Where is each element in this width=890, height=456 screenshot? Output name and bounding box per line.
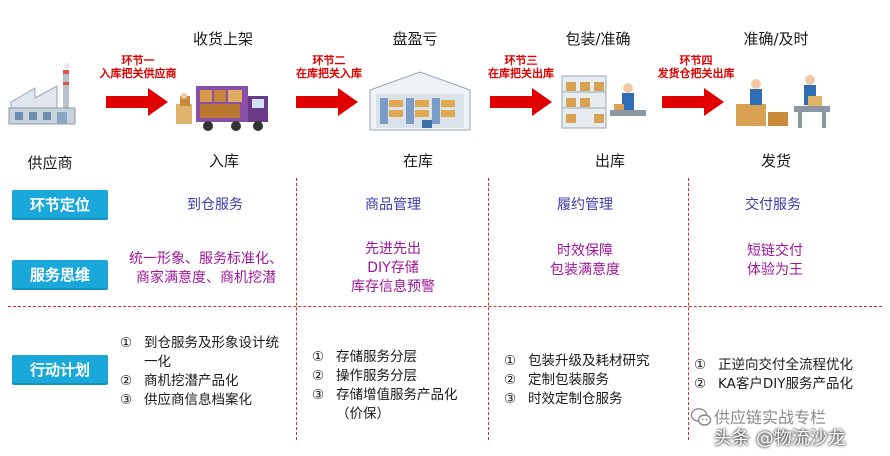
stage-inbound: 入库 — [208, 152, 239, 170]
warehouse-icon — [369, 71, 471, 131]
stage-title-receiving: 收货上架 — [192, 30, 253, 48]
stage-title-packing: 包装/准确 — [565, 30, 631, 48]
stage-outbound: 出库 — [594, 152, 625, 170]
thinking-fulfillment: 时效保障 包装满意度 — [550, 243, 620, 278]
thinking-inbound: 统一形象、服务标准化、 商家满意度、商机挖潜 — [129, 251, 283, 286]
row-label-action: 行动计划 — [12, 355, 108, 385]
stage-shipping: 发货 — [760, 152, 791, 170]
arrow-step-2-icon — [296, 88, 358, 116]
arrow-step-3-icon — [490, 88, 552, 116]
thinking-delivery: 短链交付 体验为王 — [747, 243, 803, 278]
watermark-author: 头条 @物流沙龙 — [714, 428, 846, 449]
stage-in-stock: 在库 — [402, 152, 433, 170]
row-label-thinking: 服务思维 — [12, 260, 108, 290]
column-divider — [296, 178, 297, 440]
row-divider — [8, 306, 882, 307]
positioning-inbound: 到仓服务 — [187, 197, 243, 213]
step-3-label: 环节三 在库把关出库 — [488, 54, 554, 80]
arrow-step-1-icon — [106, 88, 168, 116]
row-label-positioning: 环节定位 — [12, 190, 108, 220]
stage-title-inventory: 盘盈亏 — [392, 30, 438, 48]
truck-icon — [176, 86, 268, 131]
watermark-channel: 供应链实战专栏 — [714, 408, 827, 427]
column-divider — [688, 178, 689, 440]
step-4-label: 环节四 发货仓把关出库 — [657, 54, 735, 80]
positioning-fulfillment: 履约管理 — [557, 197, 613, 213]
wechat-icon — [690, 408, 712, 426]
column-divider — [488, 178, 489, 440]
stage-supplier: 供应商 — [27, 154, 73, 172]
positioning-delivery: 交付服务 — [745, 197, 801, 213]
positioning-goods: 商品管理 — [365, 197, 421, 213]
stage-title-delivery: 准确/及时 — [743, 30, 809, 48]
packing-icon — [561, 75, 646, 129]
step-1-label: 环节一 入库把关供应商 — [99, 54, 177, 80]
arrow-step-4-icon — [662, 88, 724, 116]
delivery-icon — [736, 75, 830, 128]
factory-icon — [8, 63, 76, 125]
step-2-label: 环节二 在库把关入库 — [296, 54, 362, 80]
thinking-goods: 先进先出 DIY存储 库存信息预警 — [351, 241, 435, 295]
